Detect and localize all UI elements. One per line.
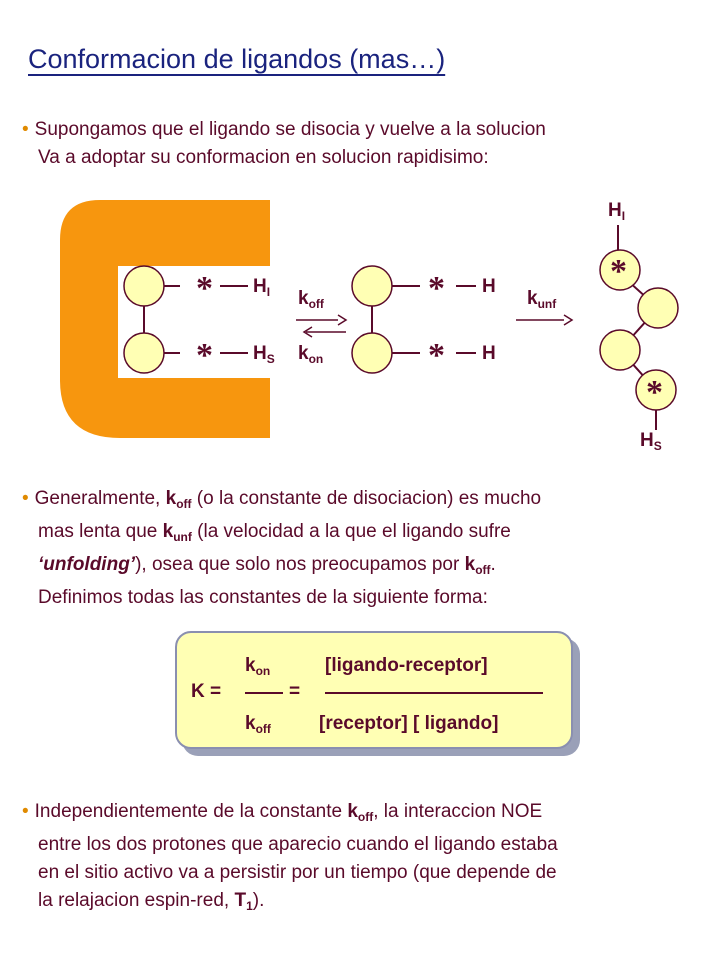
formula-numerator: [ligando-receptor] [325,655,488,676]
bullet-intro: •Supongamos que el ligando se disocia y … [22,116,546,172]
bullet-koff: •Generalmente, koff (o la constante de d… [22,488,542,608]
atom [599,329,641,371]
atom [599,249,641,291]
formula-kon: kon [245,655,271,678]
formula-k: K = [191,681,222,702]
equilibrium-formula: K = kon koff = [ligando-receptor] [recep… [175,631,573,749]
bullet-icon: • [22,801,29,822]
star-marker: * [646,374,663,411]
proton-label-hi: HI [608,200,626,223]
star-marker: * [196,270,213,307]
atom [635,369,677,411]
atom [123,265,165,307]
atom [351,332,393,374]
bullet-icon: • [22,488,29,509]
ligand-conformation-diagram: * * HI HS koff kon * * H H kunf HI * * H… [0,180,720,480]
formula-eq: = [289,681,301,702]
receptor-shape [60,200,270,438]
proton-label-hs: HS [640,430,662,453]
page-title: Conformacion de ligandos (mas…) [28,44,446,74]
proton-label-hi: HI [253,276,271,299]
formula-denominator: [receptor] [ ligando] [319,713,499,734]
proton-label: H [482,343,496,364]
fraction-line [325,692,543,694]
star-marker: * [610,253,627,290]
bullet-text: Va a adoptar su conformacion en solucion… [38,147,489,168]
kunf-label: kunf [527,288,557,311]
bullet-icon: • [22,119,29,140]
formula-koff: koff [245,713,271,736]
atom [637,287,679,329]
bullet-noe: •Independientemente de la constante koff… [22,801,558,913]
star-marker: * [428,270,445,307]
atom [351,265,393,307]
proton-label-hs: HS [253,343,275,366]
star-marker: * [196,337,213,374]
atom [123,332,165,374]
kon-label: kon [298,343,324,366]
star-marker: * [428,337,445,374]
diagram-graphic [60,200,679,438]
fraction-line [245,692,283,694]
bullet-text: Supongamos que el ligando se disocia y v… [34,119,546,140]
koff-label: koff [298,288,324,311]
proton-label: H [482,276,496,297]
